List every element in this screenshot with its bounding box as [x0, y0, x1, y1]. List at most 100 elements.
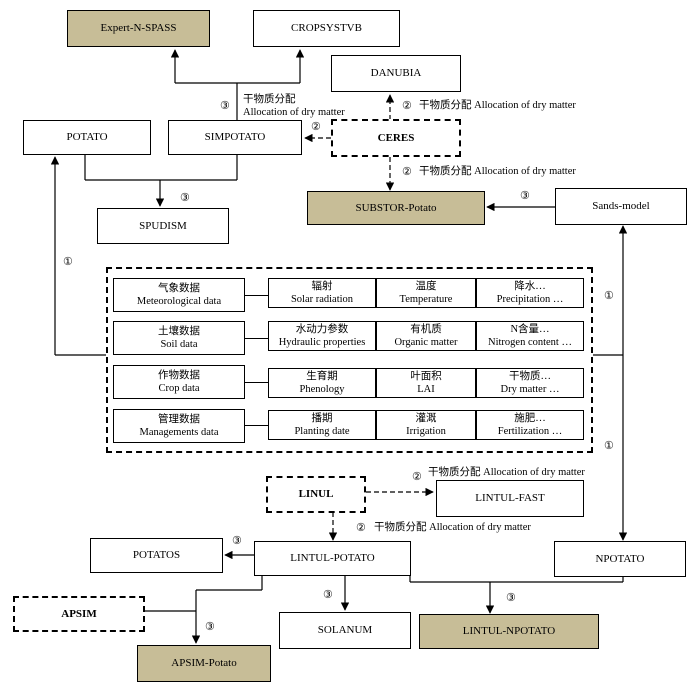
cell-cn: 水动力参数 [295, 323, 349, 335]
cell-en: Phenology [299, 384, 345, 395]
cell-en: Precipitation … [496, 294, 564, 305]
cell-fertilization: 施肥…Fertilization … [476, 410, 584, 440]
potato-box: POTATO [23, 120, 151, 155]
lintul-potato-box: LINTUL-POTATO [254, 541, 411, 576]
cell-en: LAI [417, 384, 435, 395]
lintul-potato-label: LINTUL-POTATO [290, 552, 375, 565]
apsim-box: APSIM [13, 596, 145, 632]
cell-phenology: 生育期 Phenology [268, 368, 376, 398]
cell-cn: 施肥… [514, 412, 546, 424]
apsim-label: APSIM [61, 607, 97, 620]
row-label-managements: 管理数据 Managements data [113, 409, 245, 443]
cropsystvb-box: CROPSYSTVB [253, 10, 400, 47]
marker-two-lintul-fast: ② [412, 471, 422, 483]
apsim-potato-label: APSIM-Potato [171, 657, 237, 670]
ceres-box: CERES [331, 119, 461, 157]
row-label-cn: 管理数据 [158, 413, 200, 425]
cell-planting-date: 播期 Planting date [268, 410, 376, 440]
danubia-label: DANUBIA [370, 67, 422, 80]
input-data-frame [106, 267, 593, 453]
sands-model-label: Sands-model [592, 200, 650, 213]
substor-potato-box: SUBSTOR-Potato [307, 191, 485, 225]
cell-cn: 降水… [514, 280, 546, 292]
cell-cn: 辐射 [311, 280, 333, 292]
expert-n-spass-label: Expert-N-SPASS [100, 22, 177, 35]
potato-label: POTATO [66, 131, 108, 144]
marker-three-apsim-potato: ③ [205, 621, 215, 633]
simpotato-label: SIMPOTATO [204, 131, 266, 144]
row-label-en: Soil data [160, 339, 198, 350]
row-label-cn: 土壤数据 [158, 325, 200, 337]
cell-nitrogen-content: N含量… Nitrogen content … [476, 321, 584, 351]
cell-cn: 播期 [311, 412, 333, 424]
cell-cn: 叶面积 [410, 370, 442, 382]
npotato-label: NPOTATO [595, 552, 645, 565]
cell-cn: 生育期 [306, 370, 338, 382]
cell-solar-radiation: 辐射 Solar radiation [268, 278, 376, 308]
lintul-npotato-box: LINTUL-NPOTATO [419, 614, 599, 649]
row-label-en: Crop data [158, 383, 200, 394]
marker-two-danubia: ② [402, 100, 412, 112]
alloc-label-lintul-potato: 干物质分配 Allocation of dry matter [374, 522, 531, 533]
cell-organic-matter: 有机质 Organic matter [376, 321, 476, 351]
expert-n-spass-box: Expert-N-SPASS [67, 10, 210, 47]
marker-three-top: ③ [220, 100, 230, 112]
alloc-label-danubia: 干物质分配 Allocation of dry matter [419, 100, 576, 111]
marker-two-ceres-simpotato: ② [311, 121, 321, 133]
cell-en: Solar radiation [290, 294, 354, 305]
linul-label: LINUL [298, 488, 334, 501]
cell-temperature: 温度 Temperature [376, 278, 476, 308]
npotato-box: NPOTATO [554, 541, 686, 577]
simpotato-box: SIMPOTATO [168, 120, 302, 155]
row-label-cn: 作物数据 [158, 369, 200, 381]
cell-en: Organic matter [394, 337, 458, 348]
spudism-box: SPUDISM [97, 208, 229, 244]
potatos-box: POTATOS [90, 538, 223, 573]
lintul-fast-box: LINTUL-FAST [436, 480, 584, 517]
cell-en: Planting date [294, 426, 350, 437]
cell-irrigation: 灌溉 Irrigation [376, 410, 476, 440]
marker-two-substor: ② [402, 166, 412, 178]
cell-en: Nitrogen content … [488, 337, 572, 348]
connector-row1 [245, 295, 268, 296]
cell-lai: 叶面积 LAI [376, 368, 476, 398]
row-label-crop: 作物数据 Crop data [113, 365, 245, 399]
row-label-soil: 土壤数据 Soil data [113, 321, 245, 355]
connector-row2 [245, 338, 268, 339]
marker-three-potatos: ③ [232, 535, 242, 547]
cell-en: Dry matter … [500, 384, 560, 395]
marker-two-lintul-potato: ② [356, 522, 366, 534]
cell-cn: 有机质 [410, 323, 442, 335]
ceres-label: CERES [377, 131, 415, 144]
linul-box: LINUL [266, 476, 366, 513]
cell-cn: 灌溉 [415, 412, 437, 424]
cell-cn: 干物质… [509, 370, 551, 382]
sands-model-box: Sands-model [555, 188, 687, 225]
danubia-box: DANUBIA [331, 55, 461, 92]
row-label-cn: 气象数据 [158, 282, 200, 294]
cell-en: Irrigation [406, 426, 446, 437]
row-label-en: Meteorological data [136, 296, 222, 307]
solanum-label: SOLANUM [317, 624, 373, 637]
alloc-label-substor: 干物质分配 Allocation of dry matter [419, 166, 576, 177]
lintul-npotato-label: LINTUL-NPOTATO [462, 625, 556, 638]
alloc-label-cn-top: 干物质分配 [243, 94, 296, 105]
cell-cn: 温度 [415, 280, 437, 292]
alloc-label-en-top: Allocation of dry matter [243, 107, 345, 118]
marker-three-sands: ③ [520, 190, 530, 202]
cell-cn: N含量… [510, 323, 550, 335]
row-label-en: Managements data [139, 427, 219, 438]
lintul-fast-label: LINTUL-FAST [475, 492, 545, 505]
marker-three-lintul-npotato: ③ [506, 592, 516, 604]
spudism-label: SPUDISM [139, 219, 187, 232]
marker-three-solanum: ③ [323, 589, 333, 601]
cropsystvb-label: CROPSYSTVB [291, 22, 362, 35]
marker-three-spudism: ③ [180, 192, 190, 204]
row-label-meteorological: 气象数据 Meteorological data [113, 278, 245, 312]
connector-row3 [245, 382, 268, 383]
cell-en: Temperature [399, 294, 453, 305]
substor-potato-label: SUBSTOR-Potato [355, 201, 437, 214]
cell-en: Hydraulic properties [278, 337, 366, 348]
